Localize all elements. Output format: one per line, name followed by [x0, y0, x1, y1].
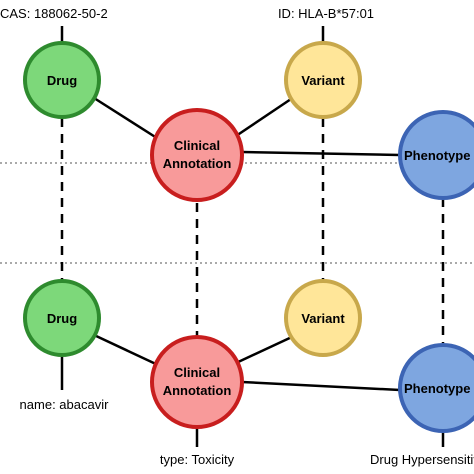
node-upper-annotation-label-1: Clinical	[174, 138, 220, 153]
node-lower-phenotype-label: Phenotype	[404, 381, 470, 396]
edge-lower-variant-annotation	[235, 334, 295, 365]
attr-lower-annotation: type: Toxicity	[160, 452, 235, 467]
edge-upper-drug-annotation	[93, 96, 161, 142]
edge-upper-annotation-phenotype	[241, 150, 401, 157]
edge-lower-annotation-phenotype	[241, 380, 401, 392]
node-upper-annotation[interactable]: Clinical Annotation	[150, 108, 244, 202]
attr-lower-drug: name: abacavir	[20, 397, 110, 412]
node-lower-annotation-label-2: Annotation	[163, 383, 232, 398]
attr-upper-drug: CAS: 188062-50-2	[0, 6, 108, 21]
node-upper-annotation-label-2: Annotation	[163, 156, 232, 171]
node-upper-phenotype[interactable]: Phenotype	[398, 110, 474, 200]
node-lower-annotation-label-1: Clinical	[174, 365, 220, 380]
node-upper-drug-label: Drug	[47, 73, 77, 88]
node-upper-phenotype-label: Phenotype	[404, 148, 470, 163]
node-lower-drug-label: Drug	[47, 311, 77, 326]
node-lower-variant-label: Variant	[301, 311, 345, 326]
edge-lower-drug-annotation	[93, 333, 159, 367]
node-upper-drug[interactable]: Drug	[23, 41, 101, 119]
node-lower-annotation[interactable]: Clinical Annotation	[150, 335, 244, 429]
edge-upper-variant-annotation	[235, 95, 295, 138]
node-lower-phenotype[interactable]: Phenotype	[398, 343, 474, 433]
node-lower-drug[interactable]: Drug	[23, 279, 101, 357]
node-upper-variant-label: Variant	[301, 73, 345, 88]
node-lower-variant[interactable]: Variant	[284, 279, 362, 357]
attr-upper-variant: ID: HLA-B*57:01	[278, 6, 374, 21]
node-upper-variant[interactable]: Variant	[284, 41, 362, 119]
attr-lower-phenotype: Drug Hypersensitivity	[370, 452, 474, 467]
